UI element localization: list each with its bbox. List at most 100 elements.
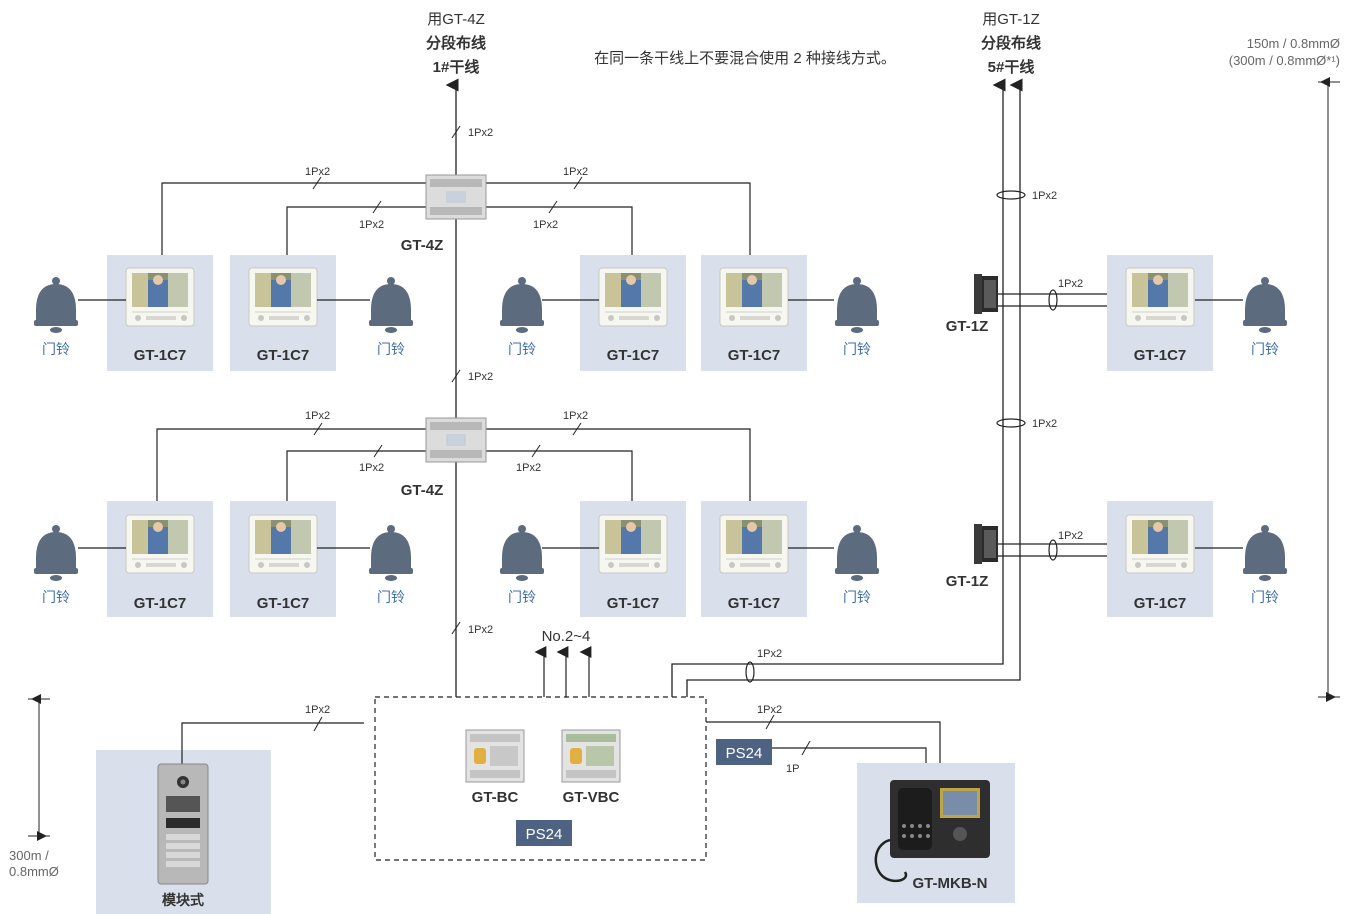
monitor-label: GT-1C7 — [607, 347, 660, 364]
trunk-line-5a — [686, 78, 1023, 697]
wire-label: 1Px2 — [1032, 418, 1057, 430]
gt4z-label: GT-4Z — [401, 237, 444, 254]
entrance-station — [157, 763, 209, 885]
distance-left-line1: 300m / — [9, 848, 49, 863]
coil-mark — [1048, 539, 1058, 561]
wire-label: 1Px2 — [1058, 530, 1083, 542]
wire-label: 1Px2 — [305, 166, 330, 178]
gt-bc-label: GT-BC — [472, 789, 519, 806]
coil-mark — [996, 418, 1026, 428]
wire-label: 1Px2 — [516, 462, 541, 474]
bell-label: 门铃 — [42, 589, 70, 605]
wire-label: 1Px2 — [305, 704, 330, 716]
header-left-line2: 分段布线 — [426, 34, 486, 52]
bell-label: 门铃 — [1251, 589, 1279, 605]
monitor-label: GT-1C7 — [134, 347, 187, 364]
coil-mark — [745, 661, 755, 683]
monitor-gt1c7 — [125, 514, 195, 574]
slash-mark — [313, 422, 323, 436]
ps24-box-external — [716, 739, 772, 765]
monitor-label: GT-1C7 — [1134, 595, 1187, 612]
slash-mark — [765, 714, 775, 730]
header-right-line3: 5#干线 — [988, 58, 1035, 76]
guard-station — [874, 780, 990, 883]
wire-label: 1Px2 — [757, 648, 782, 660]
distance-right-line1: 150m / 0.8mmØ — [1247, 36, 1340, 51]
mkb-wire — [706, 721, 941, 780]
slash-mark — [372, 200, 382, 214]
gt-vbc-device — [561, 729, 621, 783]
wire-label: 1Px2 — [1032, 190, 1057, 202]
monitor-gt1c7 — [1125, 267, 1195, 327]
coil-mark — [1048, 289, 1058, 311]
bell-icon — [369, 277, 413, 333]
header-left-line3: 1#干线 — [433, 58, 480, 76]
bell-label: 门铃 — [377, 341, 405, 357]
control-box — [374, 696, 707, 861]
wire-label: 1Px2 — [468, 371, 493, 383]
monitor-gt1c7 — [1125, 514, 1195, 574]
monitor-gt1c7 — [125, 267, 195, 327]
gt4z-device — [425, 417, 487, 463]
ps24-label-external: PS24 — [726, 745, 763, 762]
gt1z-label: GT-1Z — [946, 318, 989, 335]
monitor-gt1c7 — [598, 514, 668, 574]
bell-label: 门铃 — [508, 589, 536, 605]
slash-mark — [451, 369, 461, 383]
wire-label: 1Px2 — [359, 462, 384, 474]
output-range-label: No.2~4 — [542, 628, 591, 645]
monitor-label: GT-1C7 — [728, 347, 781, 364]
gt1z-device — [974, 524, 998, 564]
wire-label: 1Px2 — [563, 410, 588, 422]
bell-label: 门铃 — [1251, 341, 1279, 357]
monitor-gt1c7 — [248, 514, 318, 574]
gt4z-device — [425, 174, 487, 220]
header-left-line1: 用GT-4Z — [427, 11, 485, 28]
slash-mark — [801, 740, 811, 756]
ps24-box — [516, 820, 572, 846]
monitor-label: GT-1C7 — [134, 595, 187, 612]
wire-label: 1Px2 — [468, 127, 493, 139]
gt4z-label: GT-4Z — [401, 482, 444, 499]
trunk-line-5b — [671, 78, 1006, 697]
header-right-line1: 用GT-1Z — [982, 11, 1040, 28]
monitor-label: GT-1C7 — [607, 595, 660, 612]
monitor-label: GT-1C7 — [1134, 347, 1187, 364]
distance-left-line2: 0.8mmØ — [9, 864, 59, 879]
wiring-note: 在同一条干线上不要混合使用 2 种接线方式。 — [594, 50, 896, 67]
coil-mark — [996, 190, 1026, 200]
slash-mark — [373, 444, 383, 458]
monitor-label: GT-1C7 — [257, 595, 310, 612]
monitor-gt1c7 — [719, 267, 789, 327]
entrance-label: 模块式 — [162, 892, 204, 908]
monitor-gt1c7 — [598, 267, 668, 327]
wire-label: 1Px2 — [468, 624, 493, 636]
monitor-gt1c7 — [248, 267, 318, 327]
bell-icon — [835, 277, 879, 333]
bell-icon — [34, 277, 78, 333]
wire-label: 1Px2 — [359, 219, 384, 231]
gt-bc-device — [465, 729, 525, 783]
monitor-label: GT-1C7 — [257, 347, 310, 364]
bell-icon — [34, 525, 78, 581]
mkb-label: GT-MKB-N — [913, 875, 988, 892]
bell-label: 门铃 — [843, 589, 871, 605]
bell-label: 门铃 — [843, 341, 871, 357]
slash-mark — [573, 176, 583, 190]
bell-icon — [500, 277, 544, 333]
bell-label: 门铃 — [508, 341, 536, 357]
bell-icon — [500, 525, 544, 581]
slash-mark — [312, 176, 322, 190]
wire-label: 1Px2 — [305, 410, 330, 422]
gt1z-device — [974, 274, 998, 314]
slash-mark — [572, 422, 582, 436]
ps24-label: PS24 — [526, 826, 563, 843]
header-right-line2: 分段布线 — [981, 34, 1041, 52]
slash-mark — [451, 125, 461, 139]
slash-mark — [548, 200, 558, 214]
entrance-wire — [181, 722, 364, 764]
wire-label: 1Px2 — [533, 219, 558, 231]
distance-right-line2: (300m / 0.8mmØ*¹) — [1229, 53, 1340, 68]
wire-label: 1Px2 — [757, 704, 782, 716]
